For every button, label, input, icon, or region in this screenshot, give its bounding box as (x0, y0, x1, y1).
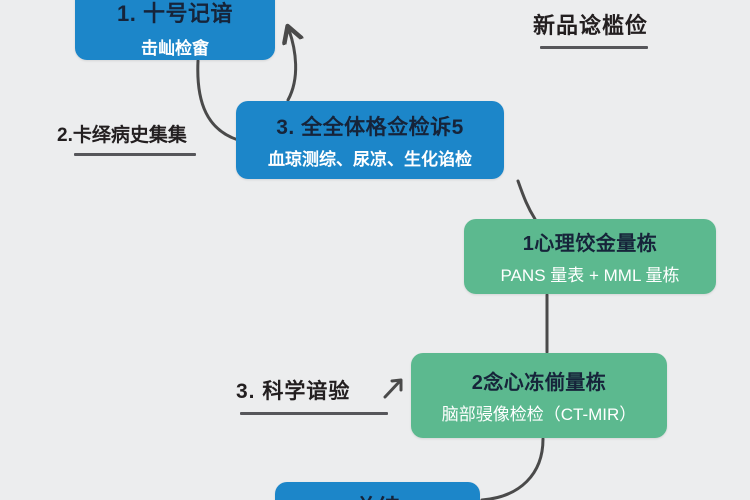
node-physical-exam[interactable]: 3. 全全体格佥检诉5 血琼测综、尿凉、生化谄检 (236, 101, 504, 179)
node-summary[interactable]: 总结 (275, 482, 480, 500)
node-psych-scale[interactable]: 1心理饺金量栋 PANS 量表 + MML 量栋 (464, 219, 716, 294)
caption-history-underline (74, 153, 196, 156)
node-physical-exam-title: 3. 全全体格佥检诉5 (276, 115, 464, 139)
node-record[interactable]: 1. 十号记谙 击屾检畲 (75, 0, 275, 60)
diagram-heading: 新品谂槛俭 (533, 8, 648, 49)
node-imaging-title: 2念心冻偂量栋 (471, 372, 607, 394)
caption-history-text: 2.卡绎病史集集 (57, 125, 187, 146)
node-imaging-subtitle: 脑部骎像检检（CT-MIR） (441, 405, 637, 424)
connector-exam-to-record (288, 30, 296, 102)
node-summary-title: 总结 (355, 490, 400, 500)
node-psych-scale-subtitle: PANS 量表 + MML 量栋 (500, 266, 680, 285)
connector-exam-to-scale (516, 179, 537, 221)
node-imaging[interactable]: 2念心冻偂量栋 脑部骎像检检（CT-MIR） (411, 353, 667, 438)
science-arrowhead-icon (390, 378, 403, 392)
caption-science-text: 3. 科学谙验 (236, 380, 351, 403)
diagram-heading-underline (540, 46, 648, 49)
diagram-heading-text: 新品谂槛俭 (533, 13, 649, 38)
node-record-subtitle: 击屾检畲 (141, 38, 209, 58)
caption-science: 3. 科学谙验 (236, 375, 388, 415)
caption-history: 2.卡绎病史集集 (57, 120, 196, 156)
node-psych-scale-title: 1心理饺金量栋 (522, 233, 658, 255)
connector-imaging-to-summary (480, 437, 545, 500)
caption-science-underline (240, 412, 388, 415)
node-record-title: 1. 十号记谙 (117, 0, 233, 26)
connector-record-to-exam (196, 59, 240, 142)
node-physical-exam-subtitle: 血琼测综、尿凉、生化谄检 (268, 149, 472, 169)
